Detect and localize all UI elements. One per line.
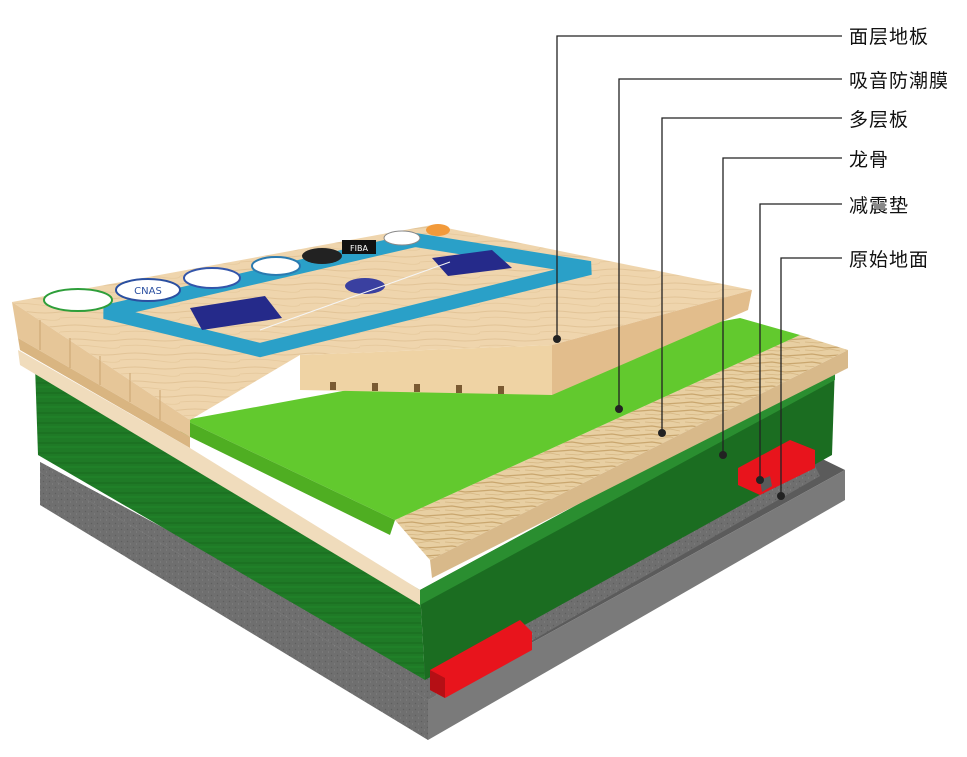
label-original-ground: 原始地面 [849,249,930,271]
plywood-veneer [395,335,848,578]
certification-logos: CNAS FIBA [43,224,450,312]
leader-line-membrane [618,78,842,409]
label-shock-pad: 减震垫 [849,195,910,217]
leader-dots [553,335,785,500]
leader-line-plywood [661,117,842,433]
leader-line-keel [722,157,842,455]
label-moisture-membrane: 吸音防潮膜 [849,70,950,92]
leader-line-shock-pad [759,203,842,480]
cnas-logo-text: CNAS [134,286,162,297]
moisture-membrane [180,318,800,535]
leader-line-ground [780,257,842,496]
leader-line-face-floor [556,35,842,339]
fiba-logo-text: FIBA [350,244,368,253]
label-keel: 龙骨 [849,149,890,171]
label-plywood: 多层板 [849,109,910,131]
label-face-floor: 面层地板 [849,26,930,48]
court-markings [103,232,592,358]
leader-lines [556,35,842,496]
